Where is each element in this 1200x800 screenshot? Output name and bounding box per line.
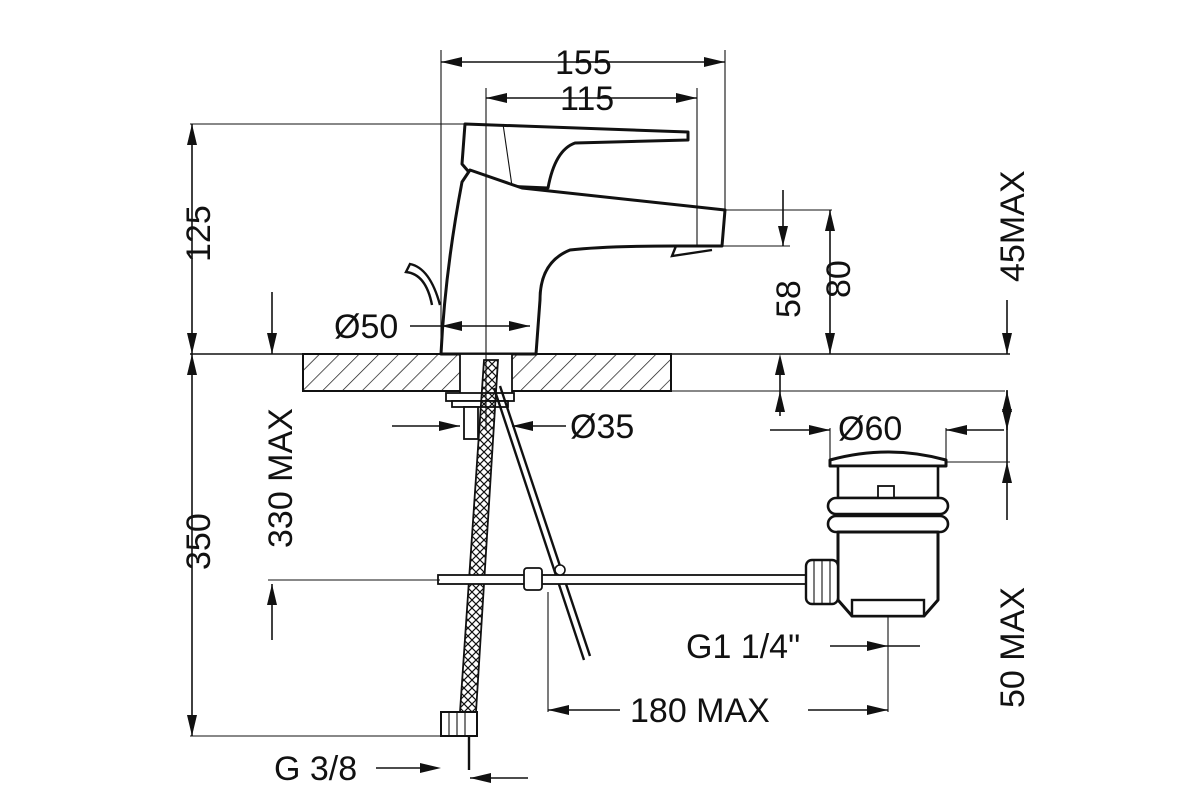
dimension-lines xyxy=(187,50,1012,783)
waste-assembly xyxy=(804,450,950,618)
tap-body xyxy=(404,122,727,356)
dim-waste-thread: G1 1/4" xyxy=(686,628,800,666)
dim-waste-height-max: 50 MAX xyxy=(994,587,1032,708)
dim-waste-diameter: Ø60 xyxy=(838,410,902,448)
dim-hose-thread: G 3/8 xyxy=(274,750,357,788)
dim-body-diameter: Ø50 xyxy=(334,308,398,346)
dim-width-total: 155 xyxy=(555,44,612,82)
dim-deck-thickness-max: 45MAX xyxy=(994,171,1032,283)
dim-height-tap: 125 xyxy=(180,205,218,262)
dim-hose-length: 350 xyxy=(180,513,218,570)
dim-rod-max: 180 MAX xyxy=(630,692,770,730)
dim-hose-max: 330 MAX xyxy=(262,408,300,548)
deck xyxy=(190,353,1010,392)
dim-width-spout: 115 xyxy=(560,80,614,118)
dim-spout-height: 58 xyxy=(770,280,808,318)
dim-spout-height-total: 80 xyxy=(820,260,858,298)
flexible-hose xyxy=(440,359,499,770)
dim-fixing-diameter: Ø35 xyxy=(570,408,634,446)
